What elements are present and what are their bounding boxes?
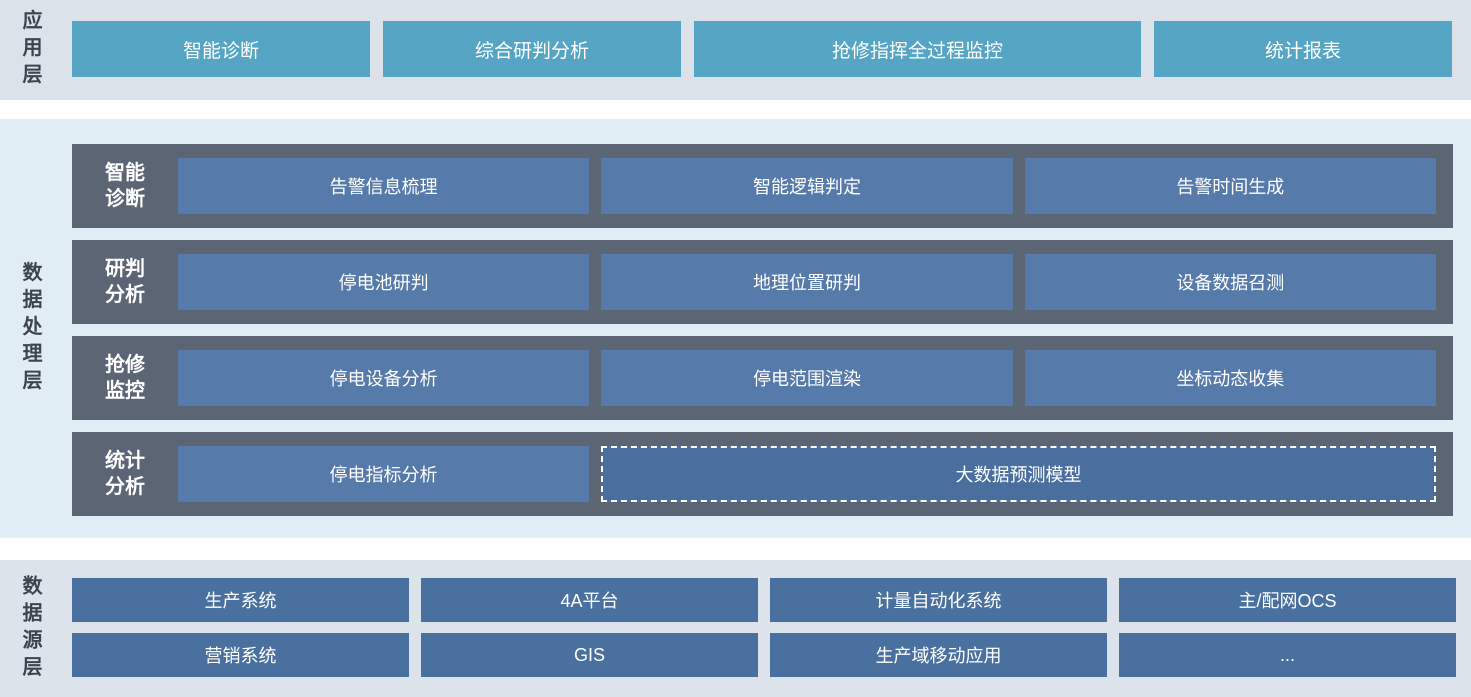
source-box-gis: GIS — [421, 633, 758, 677]
process-row-repair-monitoring: 抢修 监控 停电设备分析 停电范围渲染 坐标动态收集 — [72, 336, 1453, 420]
app-block-intelligent-diagnosis: 智能诊断 — [72, 21, 370, 77]
data-processing-rows: 智能 诊断 告警信息梳理 智能逻辑判定 告警时间生成 研判 分析 停电池研判 地… — [72, 144, 1453, 516]
row-label: 抢修 监控 — [105, 354, 145, 402]
row-label: 统计 分析 — [105, 450, 145, 498]
application-layer-blocks: 智能诊断 综合研判分析 抢修指挥全过程监控 统计报表 — [72, 21, 1452, 77]
data-processing-layer-band: 数据处理层 智能 诊断 告警信息梳理 智能逻辑判定 告警时间生成 研判 分析 — [0, 119, 1471, 538]
process-box-device-data-call: 设备数据召测 — [1024, 254, 1436, 310]
data-source-grid: 生产系统 4A平台 计量自动化系统 主/配网OCS 营销系统 GIS 生产域移动… — [72, 578, 1456, 677]
process-box-geolocation-judgement: 地理位置研判 — [601, 254, 1013, 310]
process-box-outage-device-analysis: 停电设备分析 — [178, 350, 590, 406]
process-row-intelligent-diagnosis: 智能 诊断 告警信息梳理 智能逻辑判定 告警时间生成 — [72, 144, 1453, 228]
process-row-judgement-analysis: 研判 分析 停电池研判 地理位置研判 设备数据召测 — [72, 240, 1453, 324]
data-processing-layer-label: 数据处理层 — [19, 261, 41, 396]
process-box-alarm-time-generation: 告警时间生成 — [1024, 158, 1436, 214]
process-box-bigdata-prediction-model: 大数据预测模型 — [601, 446, 1436, 502]
source-box-production-system: 生产系统 — [72, 578, 409, 622]
data-source-layer-band: 数据源层 生产系统 4A平台 计量自动化系统 主/配网OCS 营销系统 GIS … — [0, 560, 1471, 697]
process-box-intelligent-logic-judgement: 智能逻辑判定 — [601, 158, 1013, 214]
application-layer-band: 应用层 智能诊断 综合研判分析 抢修指挥全过程监控 统计报表 — [0, 0, 1471, 100]
application-layer-label: 应用层 — [19, 9, 41, 91]
process-box-alarm-info-sorting: 告警信息梳理 — [178, 158, 590, 214]
data-source-layer-label: 数据源层 — [19, 574, 41, 683]
source-box-ellipsis: ... — [1119, 633, 1456, 677]
process-box-outage-judgement: 停电池研判 — [178, 254, 590, 310]
source-box-production-mobile-app: 生产域移动应用 — [770, 633, 1107, 677]
process-box-outage-range-rendering: 停电范围渲染 — [601, 350, 1013, 406]
app-block-statistical-report: 统计报表 — [1154, 21, 1452, 77]
source-box-main-distribution-ocs: 主/配网OCS — [1119, 578, 1456, 622]
source-box-marketing-system: 营销系统 — [72, 633, 409, 677]
row-label: 智能 诊断 — [105, 162, 145, 210]
source-box-4a-platform: 4A平台 — [421, 578, 758, 622]
source-box-metering-automation-system: 计量自动化系统 — [770, 578, 1107, 622]
app-block-comprehensive-analysis: 综合研判分析 — [383, 21, 681, 77]
process-box-outage-indicator-analysis: 停电指标分析 — [178, 446, 589, 502]
row-label: 研判 分析 — [105, 258, 145, 306]
app-block-repair-command-monitoring: 抢修指挥全过程监控 — [694, 21, 1141, 77]
process-row-statistical-analysis: 统计 分析 停电指标分析 大数据预测模型 — [72, 432, 1453, 516]
process-box-coordinate-dynamic-collection: 坐标动态收集 — [1024, 350, 1436, 406]
